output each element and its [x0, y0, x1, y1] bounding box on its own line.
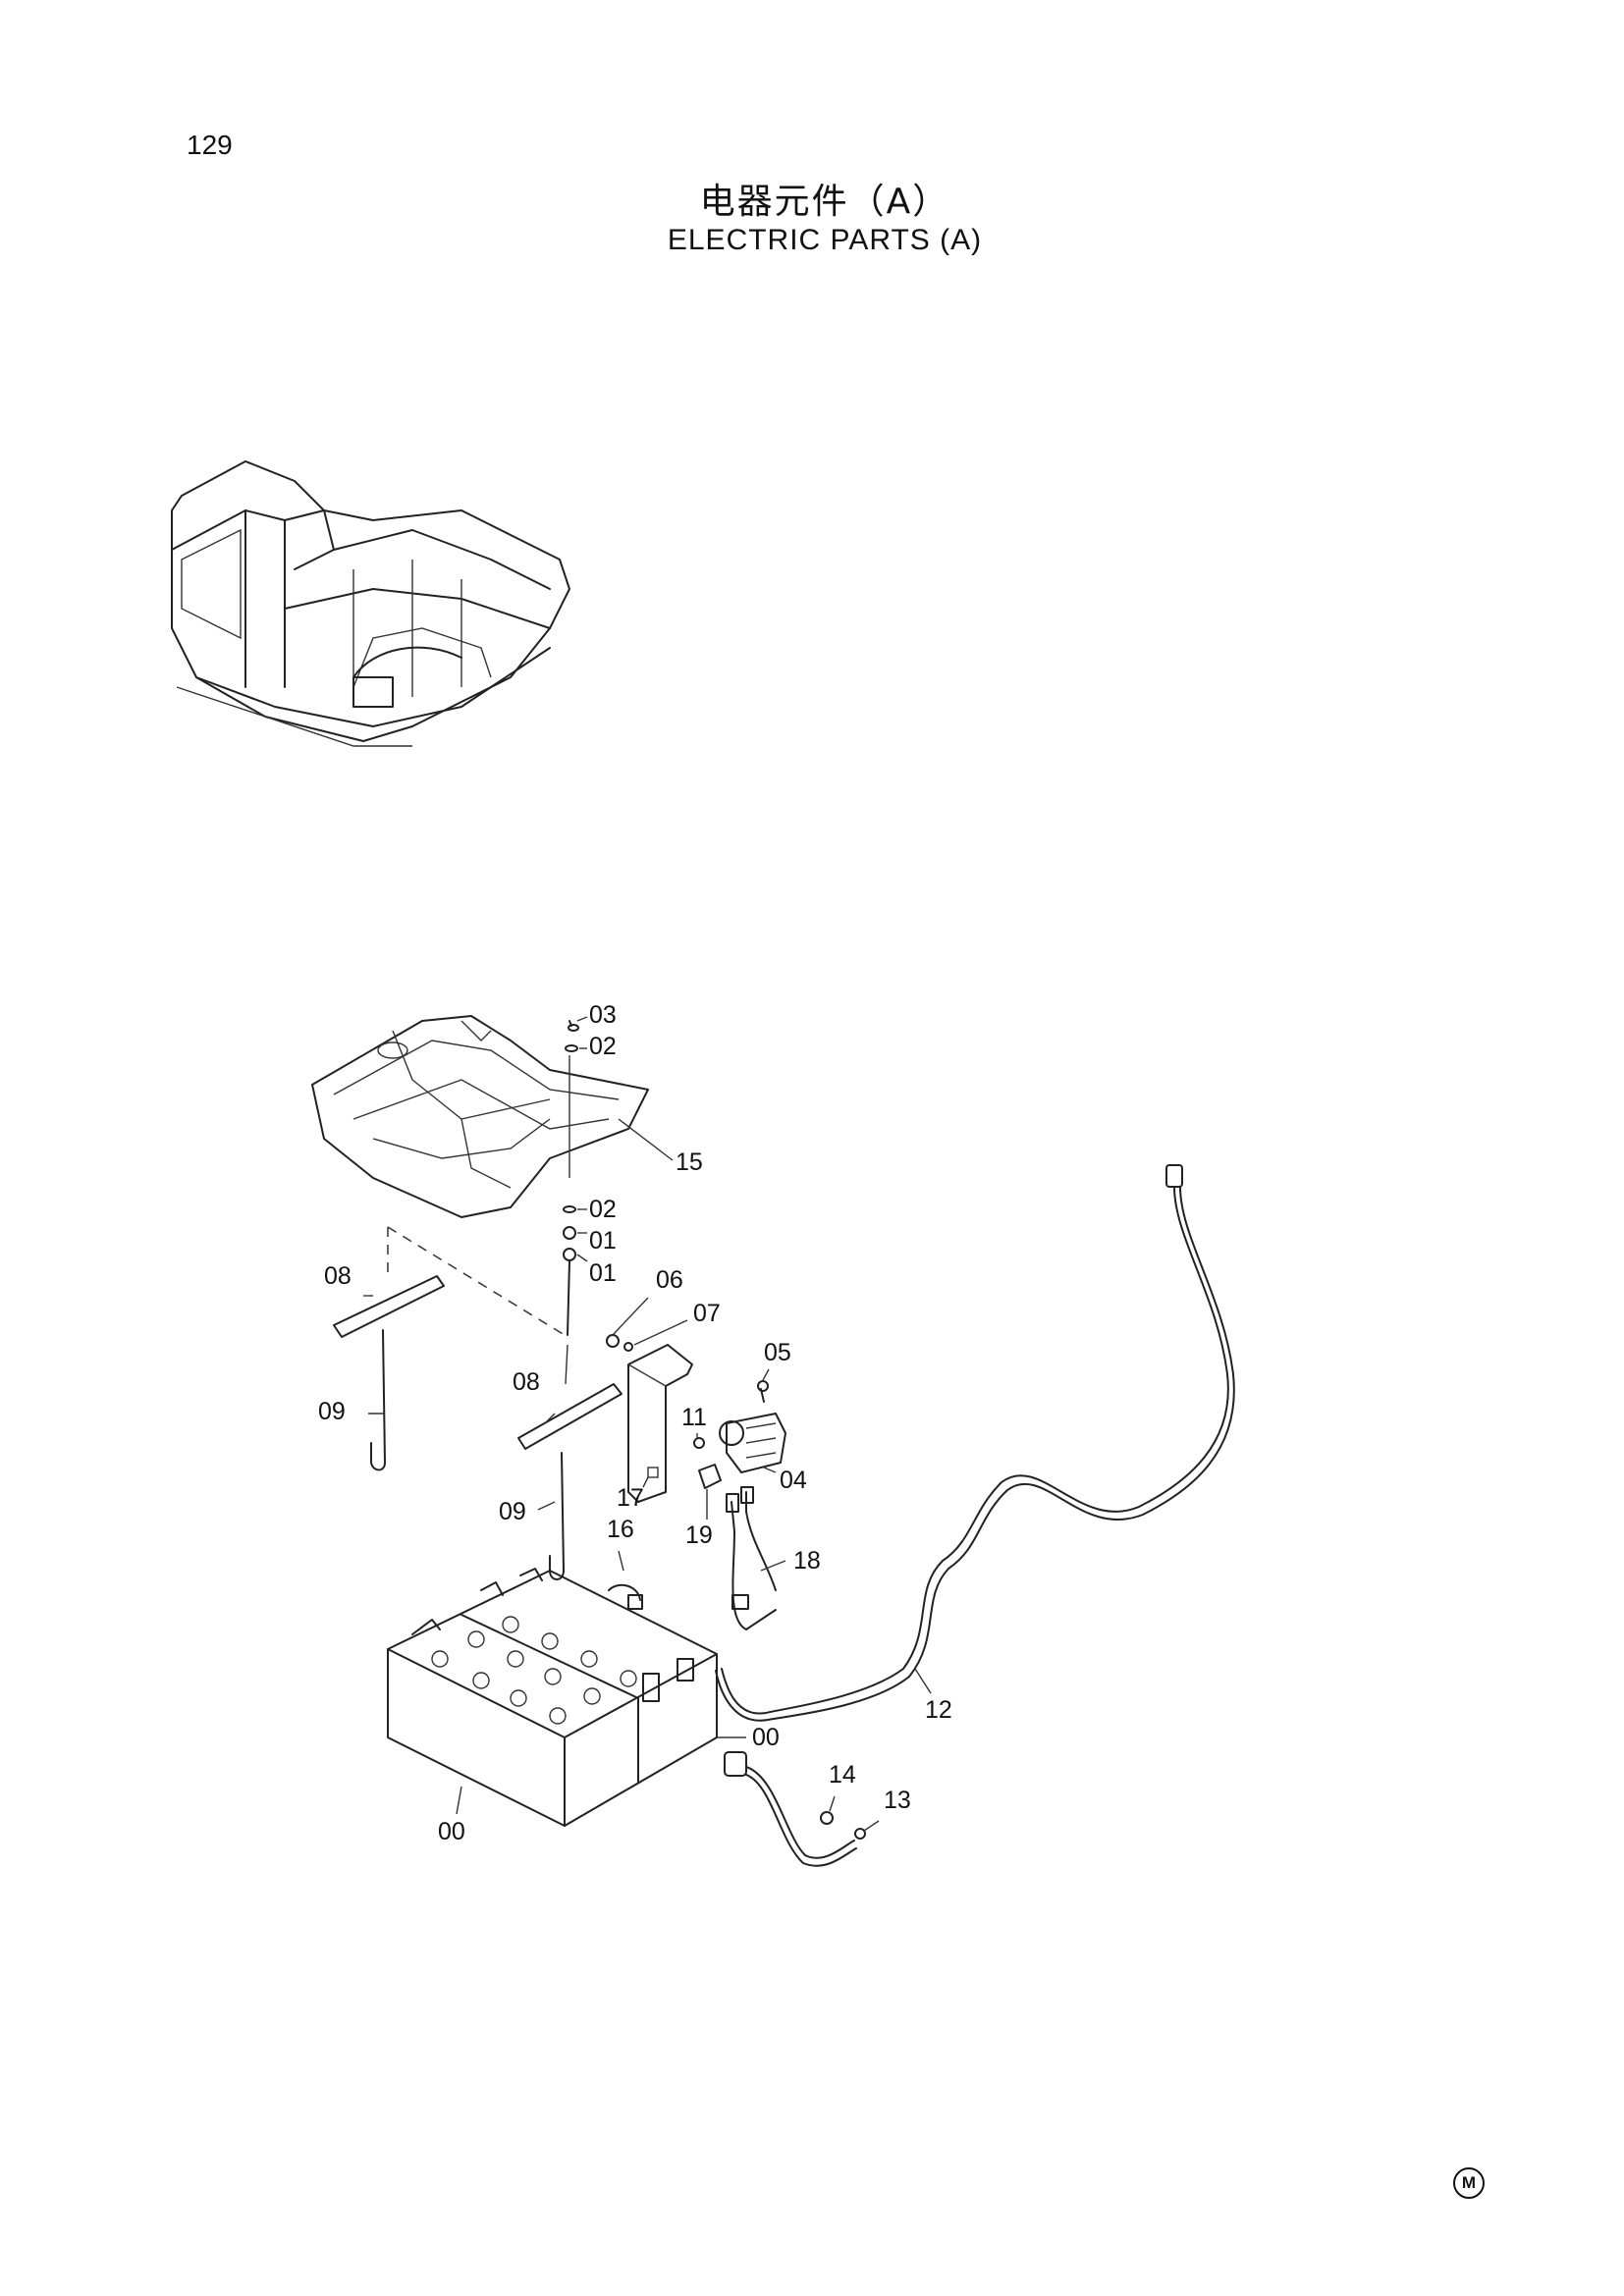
- battery-cover-15: [311, 1015, 649, 1218]
- switch-04: [719, 1380, 786, 1473]
- relay-bracket-17: [606, 1334, 693, 1503]
- callout-14: 14: [829, 1761, 856, 1789]
- callout-09-left: 09: [318, 1398, 346, 1425]
- callout-05: 05: [764, 1339, 791, 1366]
- callout-09-center: 09: [499, 1498, 526, 1525]
- callout-18: 18: [793, 1547, 821, 1575]
- page-title-chinese: 电器元件（A）: [699, 182, 950, 222]
- leader-lines: [363, 1016, 932, 1832]
- callout-labels: 03 02 15 02 01 01 06 07 08 09 08 05 11 0…: [318, 1001, 952, 1845]
- callout-08-center: 08: [513, 1368, 540, 1396]
- callout-17: 17: [617, 1484, 644, 1512]
- page-number: 129: [187, 130, 233, 160]
- callout-11: 11: [681, 1404, 707, 1431]
- battery-holders: [333, 1226, 623, 1580]
- cable-12: [715, 1164, 1235, 1722]
- manufacturer-mark: M: [1453, 2167, 1485, 2199]
- callout-08-left: 08: [324, 1262, 352, 1290]
- callout-02-lower: 02: [589, 1196, 617, 1223]
- callout-13: 13: [884, 1787, 911, 1814]
- callout-19: 19: [685, 1522, 713, 1549]
- callout-07: 07: [693, 1300, 721, 1327]
- ground-cable-13: [724, 1751, 866, 1867]
- callout-00-left: 00: [438, 1818, 465, 1845]
- excavator-overview-sketch: [171, 460, 570, 747]
- callout-06: 06: [656, 1266, 683, 1294]
- callout-16: 16: [607, 1516, 634, 1543]
- page-title-english: ELECTRIC PARTS (A): [667, 224, 983, 256]
- callout-01-lower: 01: [589, 1259, 617, 1287]
- harness-18: [726, 1486, 777, 1630]
- bolt-stack: [563, 1020, 579, 1336]
- callout-02-upper: 02: [589, 1033, 617, 1060]
- callout-00-right: 00: [752, 1724, 780, 1751]
- callout-12: 12: [925, 1696, 952, 1724]
- relay-19: [693, 1437, 722, 1489]
- callout-04: 04: [780, 1467, 807, 1494]
- batteries-00: [387, 1568, 718, 1827]
- callout-01-upper: 01: [589, 1227, 617, 1255]
- callout-03: 03: [589, 1001, 617, 1029]
- callout-15: 15: [676, 1148, 703, 1176]
